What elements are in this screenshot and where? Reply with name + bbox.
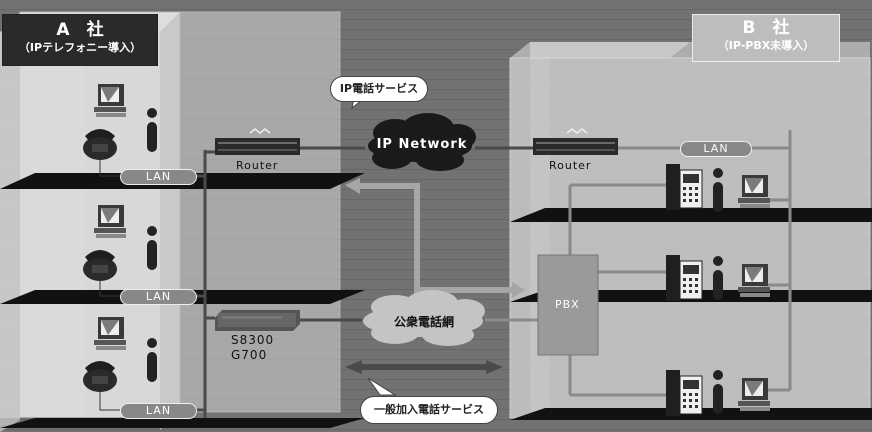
person-icon — [147, 338, 157, 382]
lan-label-floor-1: LAN — [120, 169, 197, 185]
lan-label-b: LAN — [680, 141, 752, 157]
pbx-label: PBX — [555, 298, 580, 311]
gateway-icon — [215, 310, 300, 331]
company-b-subtitle: （IP-PBX未導入） — [717, 39, 815, 53]
lan-label-floor-3: LAN — [120, 403, 197, 419]
ip-phone-icon — [665, 163, 703, 211]
pstn-label: 公衆電話網 — [393, 315, 454, 329]
ip-call-arrow — [345, 178, 525, 298]
pbx-box — [537, 254, 599, 356]
ip-network-label: IP Network — [376, 137, 468, 152]
ip-phone-icon — [665, 369, 703, 417]
company-a-subtitle: （IPテレフォニー導入） — [18, 41, 142, 55]
telephone-icon — [83, 361, 117, 392]
person-icon — [713, 370, 723, 414]
ip-network-cloud — [368, 113, 476, 171]
router-b-icon — [533, 128, 618, 155]
router-a-label: Router — [236, 159, 279, 172]
lan-label-floor-2: LAN — [120, 289, 197, 305]
general-phone-service-bubble: 一般加入電話サービス — [360, 396, 498, 424]
general-phone-service-label: 一般加入電話サービス — [374, 403, 484, 416]
person-icon — [713, 256, 723, 300]
person-icon — [713, 168, 723, 212]
general-bubble-tail — [367, 377, 397, 396]
company-b-name: B 社 — [742, 18, 790, 38]
company-a-box: A 社 （IPテレフォニー導入） — [2, 14, 158, 66]
general-call-arrow — [345, 360, 503, 374]
building-a — [0, 11, 341, 432]
gateway-model-s8300: S8300 — [231, 333, 275, 347]
company-a-name: A 社 — [56, 20, 104, 40]
telephone-icon — [83, 250, 117, 281]
person-icon — [147, 226, 157, 270]
ip-phone-service-label: IP電話サービス — [339, 82, 419, 95]
router-b-label: Router — [549, 159, 592, 172]
building-b — [509, 42, 871, 419]
person-icon — [147, 108, 157, 152]
ip-phone-icon — [665, 254, 703, 302]
pstn-cloud — [363, 290, 485, 346]
company-b-box: B 社 （IP-PBX未導入） — [692, 14, 840, 62]
telephone-icon — [83, 129, 117, 160]
ip-phone-service-bubble: IP電話サービス — [330, 76, 428, 102]
gateway-model-g700: G700 — [231, 348, 268, 362]
router-a-icon — [215, 128, 300, 155]
wiring-b — [568, 130, 792, 397]
